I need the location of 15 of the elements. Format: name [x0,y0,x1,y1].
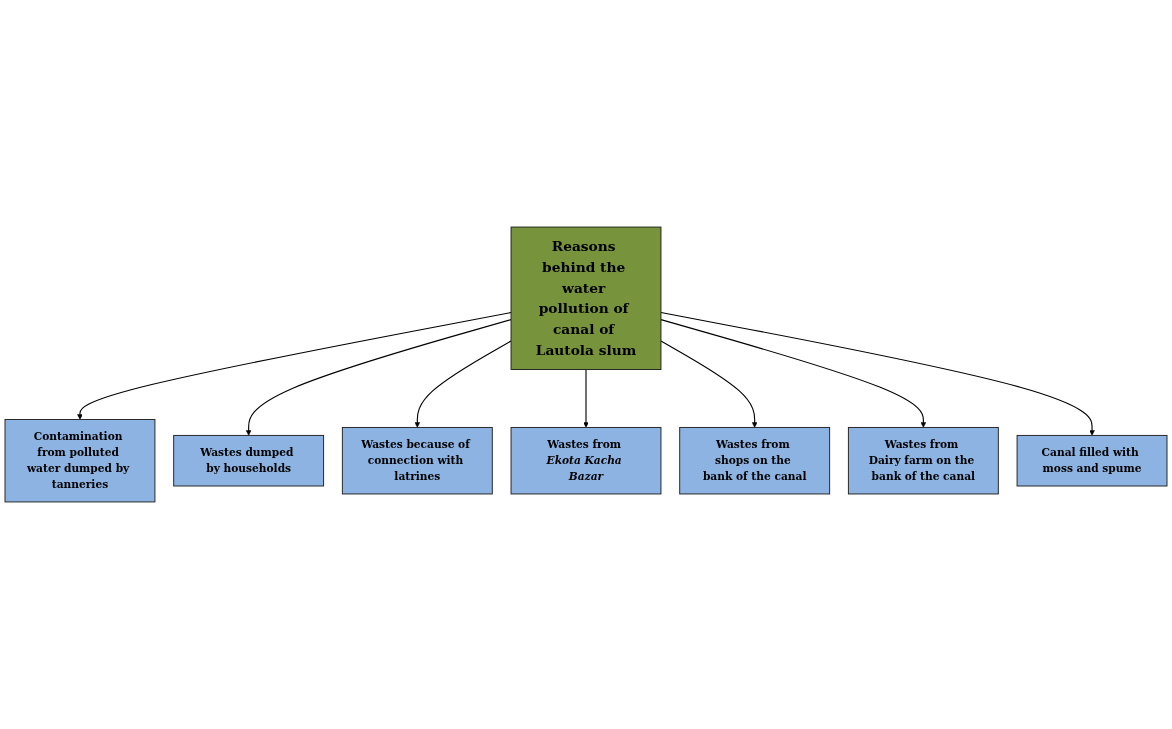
node-box: Contamination from polluted water dumped by tanneries [4,419,156,503]
arrow [77,311,512,420]
node-box: Wastes because of connection with latrines [341,426,493,495]
arrow [660,311,1095,436]
node-box: Reasons behind the water pollution of canal of Lautola slum [510,226,662,370]
arrow [660,340,758,428]
arrow [583,368,589,428]
node-box: Wastes from Ekota Kacha Bazar [510,426,662,495]
node-box: Wastes from Dairy farm on the bank of the canal [847,426,999,495]
node-box: Canal filled with moss and spume [1016,434,1168,487]
node-box: Wastes dumped by households [173,434,325,487]
arrow [245,319,512,436]
arrow [414,340,512,428]
arrow [660,319,927,428]
node-box: Wastes from shops on the bank of the canal [679,426,831,495]
